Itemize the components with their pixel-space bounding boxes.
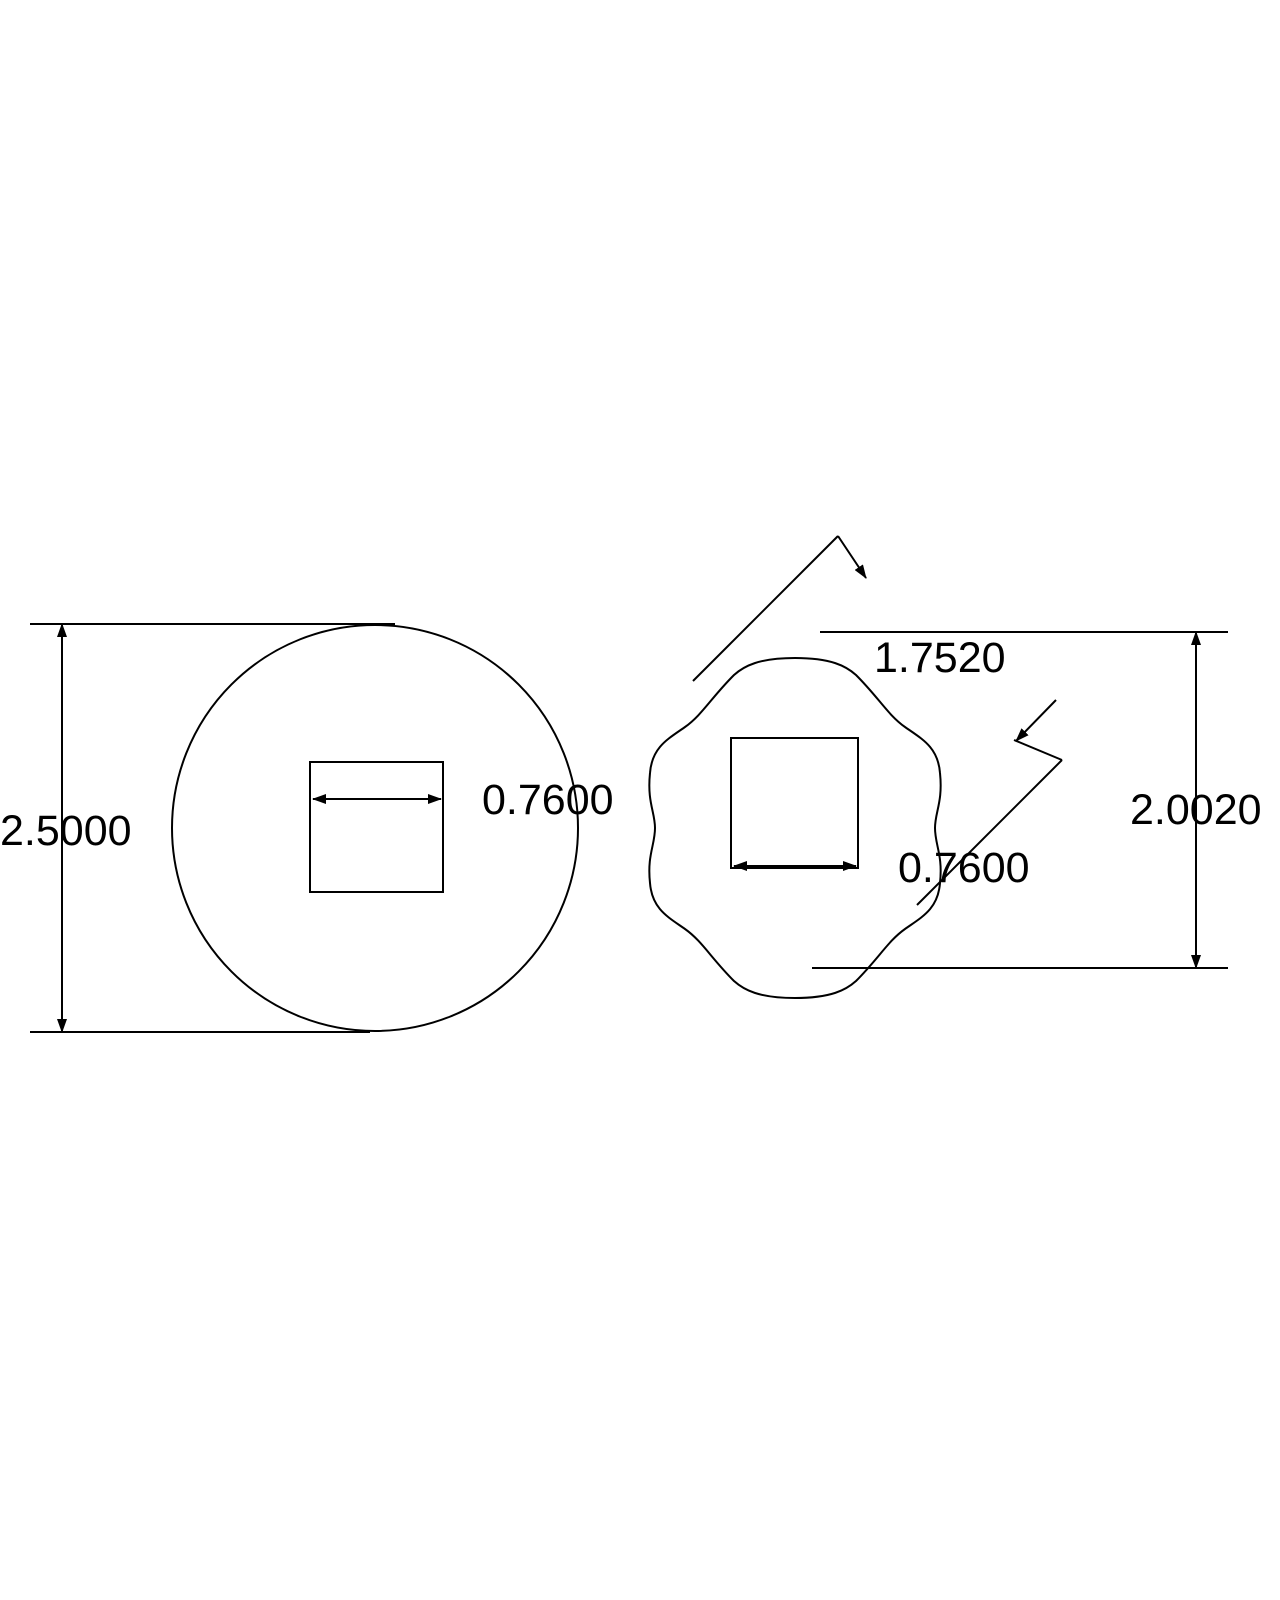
dimension-label-2-5000: 2.5000 [0, 807, 132, 855]
dimension-label-1-7520: 1.7520 [874, 634, 1006, 682]
dimension-arrow-diag-lower [1015, 699, 1057, 742]
dimension-label-2-0020: 2.0020 [1130, 786, 1262, 834]
square-bore-outline [309, 761, 444, 893]
dimension-label-0-7600-right: 0.7600 [898, 844, 1030, 892]
side-view-extension-lines [812, 631, 1228, 969]
side-view-scalloped-geometry [648, 656, 942, 1000]
extension-line-diag-upper [692, 535, 839, 682]
front-view-circle-geometry [171, 624, 579, 1032]
square-bore-outline-2 [730, 737, 859, 869]
front-view-extension-lines [30, 623, 395, 1033]
dimension-label-0-7600-left: 0.7600 [482, 776, 614, 824]
circle-outline [171, 624, 579, 1032]
dimension-leader-diag-lower [1013, 739, 1063, 761]
extension-line-diag-lower [916, 759, 1063, 906]
scalloped-outline [648, 656, 942, 1000]
dimension-arrow-diag-upper [837, 535, 867, 579]
dimension-1-7520 [692, 535, 1063, 906]
